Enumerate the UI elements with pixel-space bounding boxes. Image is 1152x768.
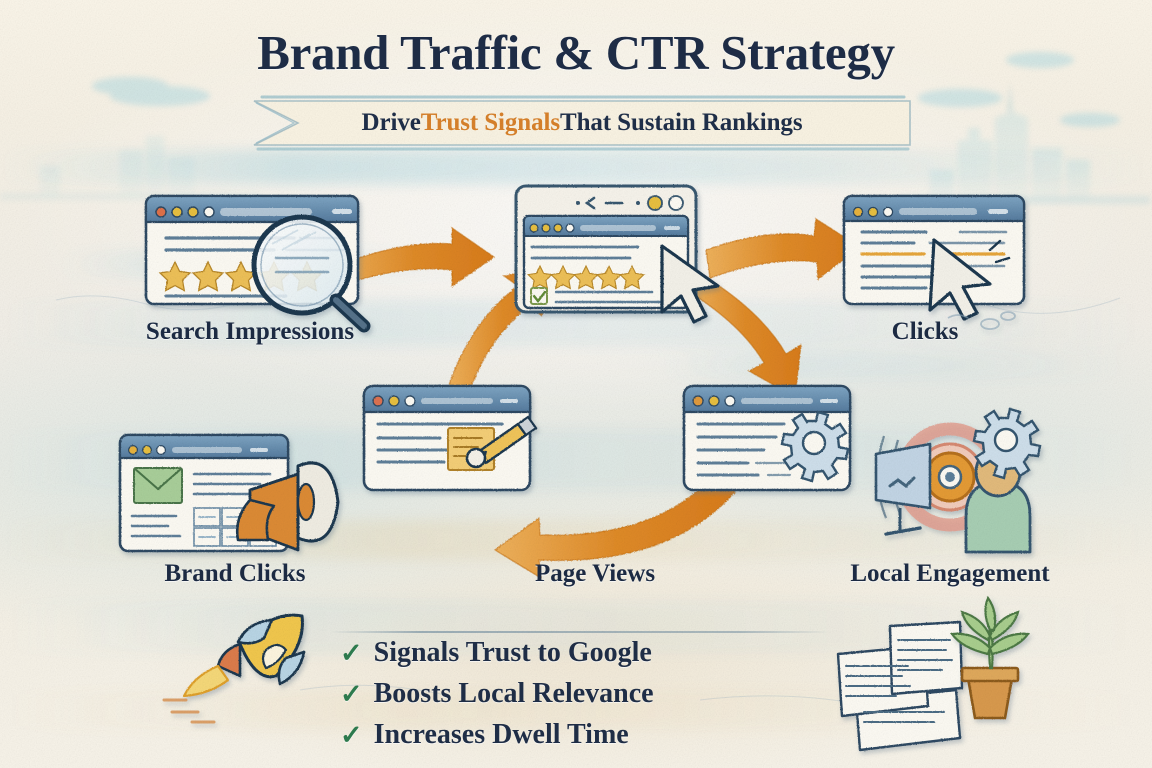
potted-plant-icon — [949, 595, 1031, 720]
node-label-local-engagement: Local Engagement — [850, 560, 1050, 587]
rocket-icon — [162, 613, 306, 724]
browser-window-stars-checkbox-cursor-icon — [514, 184, 720, 324]
benefit-item: ✓ Boosts Local Relevance — [340, 678, 654, 710]
browser-window-envelope-megaphone-icon — [118, 433, 340, 553]
benefits-divider — [330, 631, 830, 633]
check-icon: ✓ — [340, 637, 363, 668]
browser-window-note-pencil-icon — [362, 384, 538, 492]
check-icon: ✓ — [340, 719, 363, 750]
benefit-item: ✓ Increases Dwell Time — [340, 719, 629, 751]
browser-window-gear-target-person-icon — [682, 384, 852, 492]
benefit-label: Increases Dwell Time — [373, 719, 629, 750]
target-person-monitor-gear-illustration — [874, 407, 1042, 554]
browser-window-stars-magnifier-icon — [144, 194, 371, 333]
node-label-clicks: Clicks — [891, 318, 959, 345]
benefit-label: Signals Trust to Google — [373, 637, 652, 668]
check-icon: ✓ — [340, 678, 363, 709]
node-label-brand-clicks: Brand Clicks — [164, 560, 306, 587]
browser-window-cursor-icon — [842, 194, 1026, 330]
node-label-search-impressions: Search Impressions — [145, 318, 355, 345]
documents-stack-icon — [836, 620, 964, 752]
node-label-page-views: Page Views — [534, 560, 656, 587]
benefit-item: ✓ Signals Trust to Google — [340, 637, 652, 669]
benefit-label: Boosts Local Relevance — [373, 678, 654, 709]
